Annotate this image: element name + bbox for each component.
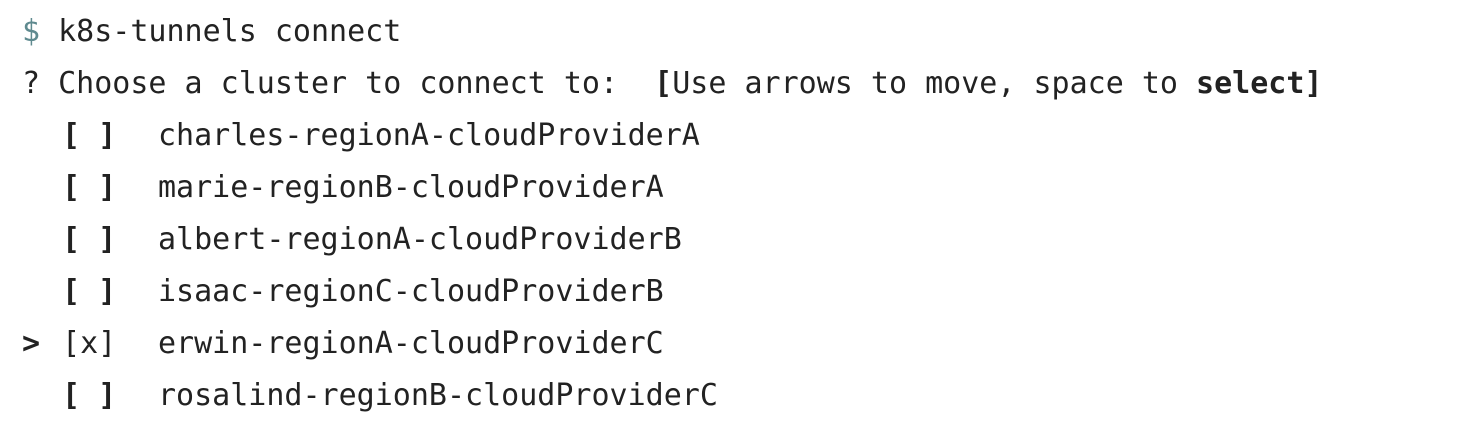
cluster-option-label: rosalind-regionB-cloudProviderC [158, 378, 718, 413]
hint-select-keyword: select [1196, 66, 1305, 101]
checkbox-close-bracket: ] [98, 170, 117, 205]
hint-open-bracket: [ [654, 66, 673, 101]
checkbox-mark [80, 118, 98, 153]
cluster-option[interactable]: [ ] marie-regionB-cloudProviderA [22, 167, 1472, 219]
cluster-option-label: erwin-regionA-cloudProviderC [158, 326, 664, 361]
shell-prompt-symbol: $ [22, 14, 41, 49]
cluster-option[interactable]: [ ] albert-regionA-cloudProviderB [22, 219, 1472, 271]
checkbox-open-bracket: [ [62, 274, 81, 309]
question-line: ? Choose a cluster to connect to: [Use a… [22, 63, 1472, 115]
checkbox[interactable]: [ ] [62, 167, 158, 209]
cluster-option-label: isaac-regionC-cloudProviderB [158, 274, 664, 309]
checkbox[interactable]: [x] [62, 323, 158, 365]
checkbox-mark [80, 222, 98, 257]
checkbox[interactable]: [ ] [62, 271, 158, 313]
cluster-option-active[interactable]: > [x] erwin-regionA-cloudProviderC [22, 323, 1472, 375]
checkbox-mark [80, 274, 98, 309]
checkbox-close-bracket: ] [98, 118, 117, 153]
checkbox-open-bracket: [ [62, 170, 81, 205]
checkbox[interactable]: [ ] [62, 375, 158, 417]
command-line: $ k8s-tunnels connect [22, 11, 1472, 63]
checkbox-close-bracket: ] [98, 326, 117, 361]
checkbox-mark: x [80, 326, 99, 361]
selection-cursor: > [22, 326, 41, 361]
checkbox-close-bracket: ] [98, 378, 117, 413]
checkbox-open-bracket: [ [62, 118, 81, 153]
checkbox-close-bracket: ] [98, 222, 117, 257]
checkbox[interactable]: [ ] [62, 115, 158, 157]
question-marker: ? [22, 66, 41, 101]
hint-close-bracket: ] [1304, 66, 1323, 101]
cluster-option-label: marie-regionB-cloudProviderA [158, 170, 664, 205]
checkbox-open-bracket: [ [62, 378, 81, 413]
cluster-option-label: albert-regionA-cloudProviderB [158, 222, 682, 257]
cluster-option[interactable]: [ ] charles-regionA-cloudProviderA [22, 115, 1472, 167]
checkbox-mark [80, 378, 98, 413]
question-text: Choose a cluster to connect to: [58, 66, 619, 101]
checkbox-open-bracket: [ [62, 222, 81, 257]
hint-text: Use arrows to move, space to [672, 66, 1197, 101]
command-text: k8s-tunnels connect [58, 14, 402, 49]
cluster-option[interactable]: [ ] rosalind-regionB-cloudProviderC [22, 375, 1472, 427]
cluster-option-label: charles-regionA-cloudProviderA [158, 118, 700, 153]
checkbox[interactable]: [ ] [62, 219, 158, 261]
checkbox-open-bracket: [ [62, 326, 81, 361]
cluster-option[interactable]: [ ] isaac-regionC-cloudProviderB [22, 271, 1472, 323]
checkbox-close-bracket: ] [98, 274, 117, 309]
checkbox-mark [80, 170, 98, 205]
